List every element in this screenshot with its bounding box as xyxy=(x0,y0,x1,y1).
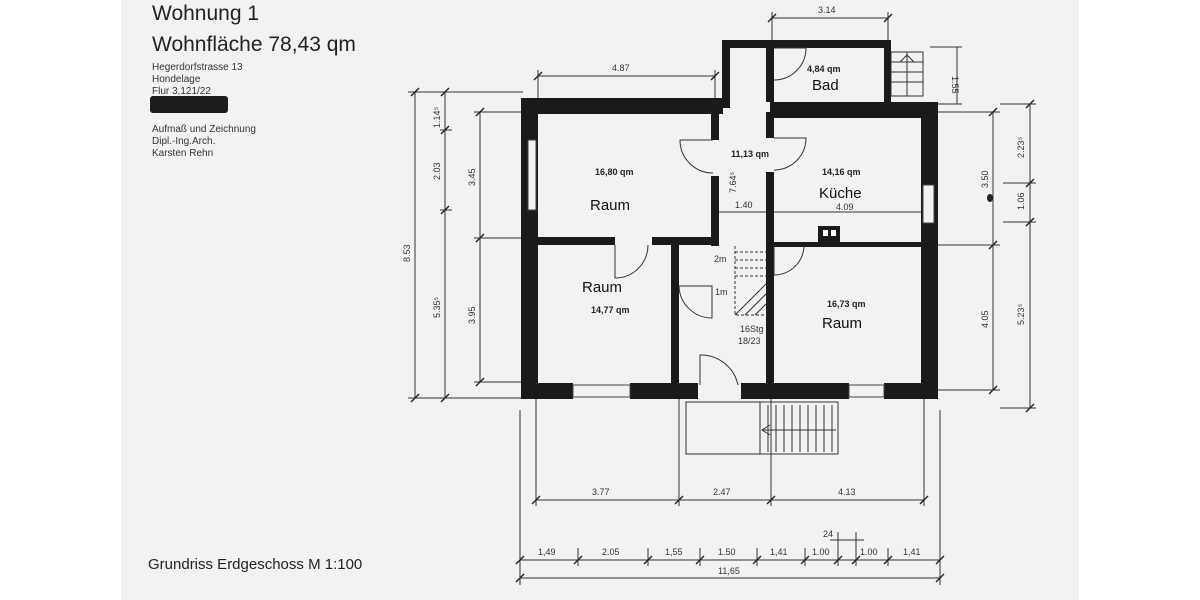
dim-left-8-53: 8.53 xyxy=(402,244,412,262)
dim-right-3-50: 3.50 xyxy=(980,170,990,188)
address-line: Hegerdorfstrasse 13 xyxy=(152,62,243,73)
dim-total-11-65: 11,65 xyxy=(718,566,740,576)
door-swings xyxy=(614,47,807,386)
dim-right-5-23: 5.23⁵ xyxy=(1016,303,1026,325)
measure-line: Aufmaß und Zeichnung xyxy=(152,124,256,135)
dim-kitchen-4-09: 4.09 xyxy=(836,202,854,212)
room-2-area: 14,77 qm xyxy=(591,305,630,315)
district-line: Hondelage xyxy=(152,74,201,85)
redaction-bar xyxy=(150,96,228,113)
dim-bottom-2-47: 2.47 xyxy=(713,487,731,497)
dim-row-1-55: 1,55 xyxy=(665,547,683,557)
stair-mark-1m: 1m xyxy=(715,287,728,297)
kitchen-area: 14,16 qm xyxy=(822,167,861,177)
dim-row-1-49: 1,49 xyxy=(538,547,556,557)
author-name-line: Karsten Rehn xyxy=(152,148,214,159)
dim-left-3-95: 3.95 xyxy=(467,306,477,324)
room-1-area: 16,80 qm xyxy=(595,167,634,177)
staircase xyxy=(734,246,767,316)
dim-left-2-03: 2.03 xyxy=(432,162,442,180)
stair-ratio-label: 18/23 xyxy=(738,336,761,346)
dim-right-1-06: 1.06 xyxy=(1016,192,1026,210)
dim-left-5-35: 5.35⁵ xyxy=(432,296,442,318)
dim-top-4-87: 4.87 xyxy=(612,63,630,73)
room-1-name: Raum xyxy=(590,197,630,214)
dim-row-1-41-b: 1,41 xyxy=(903,547,921,557)
bathroom-area: 4,84 qm xyxy=(807,64,841,74)
stair-mark-2m: 2m xyxy=(714,254,727,264)
dim-bottom-4-13: 4.13 xyxy=(838,487,856,497)
bathroom-name: Bad xyxy=(812,77,839,94)
room-2-name: Raum xyxy=(582,279,622,296)
dim-right-2-23: 2.23⁵ xyxy=(1016,136,1026,158)
dim-bottom-24: 24 xyxy=(823,529,833,539)
apartment-title: Wohnung 1 xyxy=(152,2,260,25)
plan-caption: Grundriss Erdgeschoss M 1:100 xyxy=(148,556,363,573)
parcel-line: Flur 3,121/22 xyxy=(152,86,211,97)
dim-row-2-05: 2.05 xyxy=(602,547,620,557)
room-3-name: Raum xyxy=(822,315,862,332)
dim-hall-1-40: 1.40 xyxy=(735,200,753,210)
dim-right-4-05: 4.05 xyxy=(980,310,990,328)
hallway-area: 11,13 qm xyxy=(731,149,769,159)
author-title-line: Dipl.-Ing.Arch. xyxy=(152,136,216,147)
dim-left-3-45: 3.45 xyxy=(467,168,477,186)
entrance-steps xyxy=(685,401,839,455)
living-area-title: Wohnfläche 78,43 qm xyxy=(152,33,356,56)
dim-row-1-00-b: 1.00 xyxy=(860,547,878,557)
windows xyxy=(527,139,935,398)
dim-right-1-55: 1.55 xyxy=(950,76,960,94)
dimension-lines xyxy=(408,12,1036,585)
dim-row-1-50: 1.50 xyxy=(718,547,736,557)
dim-bottom-3-77: 3.77 xyxy=(592,487,610,497)
dim-row-1-41-a: 1,41 xyxy=(770,547,788,557)
dim-hall-7-64: 7.64⁵ xyxy=(728,171,738,193)
ink-mark xyxy=(987,194,993,202)
dim-top-3-14: 3.14 xyxy=(818,5,836,15)
stair-steps-label: 16Stg xyxy=(740,324,764,334)
dim-left-1-14: 1.14⁵ xyxy=(432,106,442,128)
outside-stair xyxy=(890,51,924,97)
walls xyxy=(521,40,938,399)
dim-row-1-00-a: 1.00 xyxy=(812,547,830,557)
kitchen-name: Küche xyxy=(819,185,862,202)
room-3-area: 16,73 qm xyxy=(827,299,866,309)
